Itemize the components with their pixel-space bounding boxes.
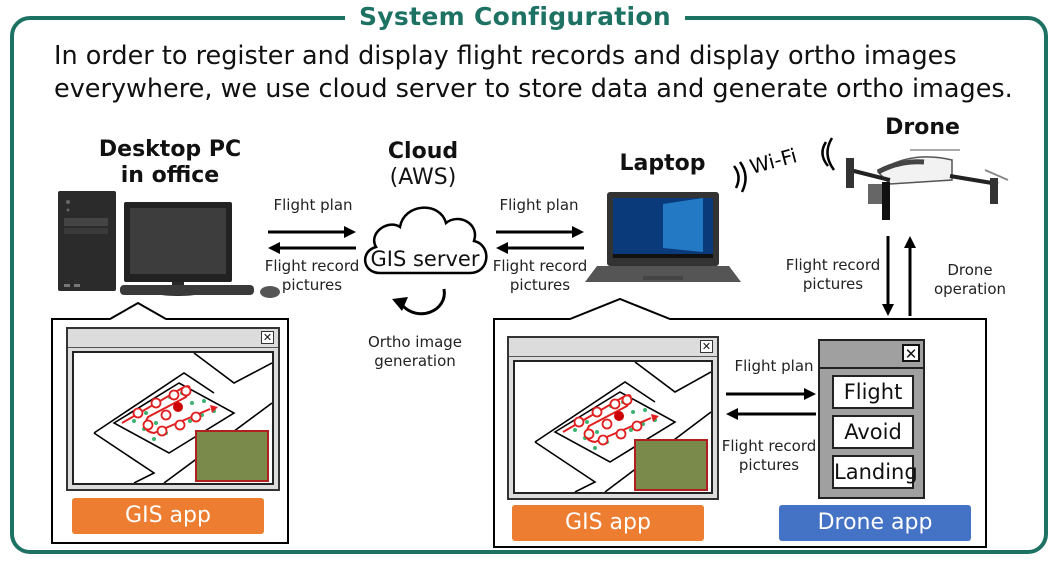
label-line: generation	[374, 352, 456, 370]
close-icon[interactable]: ✕	[261, 331, 274, 344]
close-icon[interactable]: ✕	[902, 344, 920, 362]
drone-icon	[846, 149, 1009, 220]
gis-app-button-left[interactable]: GIS app	[72, 498, 264, 534]
avoid-button[interactable]: Avoid	[832, 415, 914, 449]
label-line: Flight record	[785, 256, 881, 274]
intro-text: In order to register and display flight …	[54, 41, 1013, 104]
label-line: Ortho image	[367, 333, 463, 351]
drone-app-window: ✕ Flight Avoid Landing	[818, 339, 925, 499]
ortho-loop-arrow-icon	[392, 288, 446, 316]
cloud-label-line1: Cloud	[387, 139, 459, 164]
wifi-icon: Wi-Fi	[732, 137, 836, 193]
flight-button[interactable]: Flight	[832, 375, 914, 409]
app-arrows	[726, 388, 816, 420]
cloud-icon	[364, 206, 488, 275]
label-line: pictures	[281, 276, 343, 294]
pc-cloud-flight-record-label: Flight record pictures	[256, 257, 368, 295]
laptop-drone-arrows	[882, 236, 916, 316]
window-titlebar: ✕	[509, 338, 717, 357]
drone-app-button[interactable]: Drone app	[779, 505, 971, 541]
gis-window-right: ✕	[507, 336, 719, 500]
ortho-generation-label: Ortho image generation	[355, 333, 475, 371]
page-title: System Configuration	[345, 0, 685, 34]
map-view[interactable]	[72, 351, 274, 485]
desktop-label-line2: in office	[120, 163, 220, 188]
field-map-icon	[534, 361, 712, 493]
desktop-label: Desktop PC in office	[70, 137, 270, 189]
label-line: operation	[933, 280, 1007, 298]
close-icon[interactable]: ✕	[700, 340, 713, 353]
label-line: Flight record	[492, 257, 588, 275]
label-line: pictures	[802, 275, 864, 293]
label-line: pictures	[738, 456, 800, 474]
cloud-laptop-flight-record-label: Flight record pictures	[484, 257, 596, 295]
label-line: pictures	[509, 276, 571, 294]
app-flight-record-label: Flight record pictures	[714, 437, 824, 475]
pc-cloud-arrows	[268, 226, 356, 254]
pc-cloud-flight-plan-label: Flight plan	[273, 196, 353, 214]
drone-operation-label: Drone operation	[930, 261, 1010, 299]
cloud-label: Cloud (AWS)	[353, 139, 493, 191]
label-line: Flight record	[721, 437, 817, 455]
label-line: Flight record	[264, 257, 360, 275]
app-flight-plan-label: Flight plan	[734, 357, 814, 375]
gis-server-label: GIS server	[370, 247, 480, 271]
cloud-laptop-arrows	[496, 226, 584, 254]
cloud-laptop-flight-plan-label: Flight plan	[499, 196, 579, 214]
gis-app-button-right[interactable]: GIS app	[512, 505, 704, 541]
laptop-label: Laptop	[619, 151, 706, 176]
landing-button[interactable]: Landing	[832, 455, 918, 489]
cloud-label-line2: (AWS)	[389, 165, 457, 190]
label-line: Drone	[947, 261, 993, 279]
field-map-icon	[93, 352, 273, 484]
desktop-label-line1: Desktop PC	[98, 137, 242, 162]
map-view[interactable]	[513, 360, 713, 494]
drone-flight-record-label: Flight record pictures	[778, 256, 888, 294]
desktop-pc-icon	[58, 191, 280, 298]
window-titlebar: ✕	[820, 341, 923, 369]
window-titlebar: ✕	[68, 329, 278, 348]
drone-label: Drone	[885, 115, 960, 140]
gis-window-left: ✕	[66, 327, 280, 491]
laptop-icon	[585, 192, 741, 282]
wifi-label: Wi-Fi	[747, 143, 799, 179]
